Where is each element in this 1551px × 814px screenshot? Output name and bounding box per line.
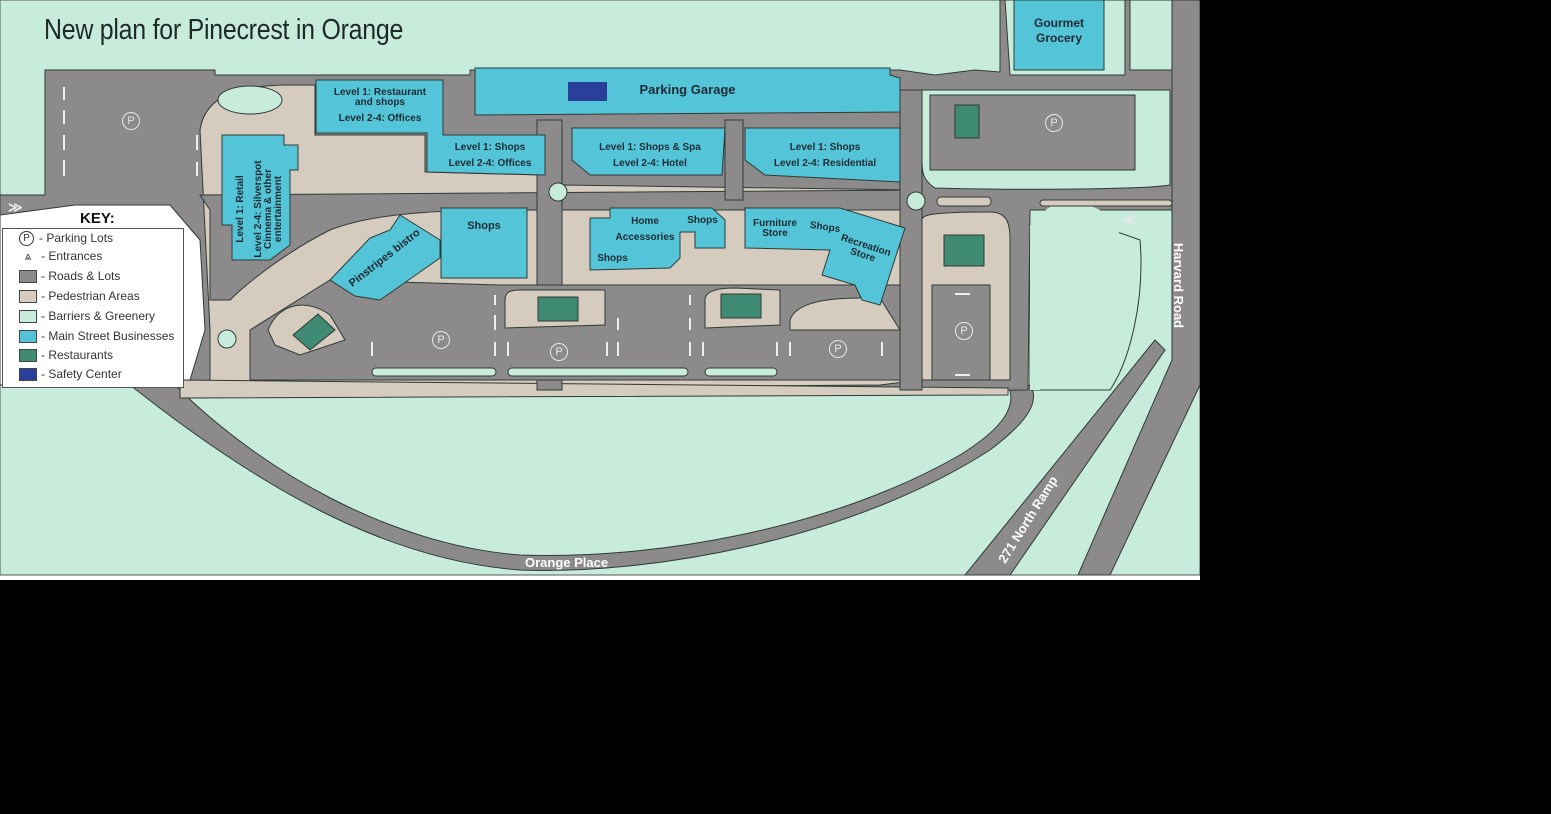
legend-label: - Pedestrian Areas [41,289,140,303]
main-street-swatch [19,329,37,343]
shops-center-a-label: Shops [597,253,628,264]
retail-cinema-label: Level 1: Retail Level 2-4: Silverspot Ci… [235,149,284,269]
label-line: Level 1: Retail [235,175,246,243]
entrance-west-icon: ≫ [8,199,23,215]
entrance-icon: ⩓ [24,248,32,263]
label-line: Furniture [753,218,797,229]
site-plan-map: New plan for Pinecrest in Orange P P P P… [0,0,1200,580]
map-title: New plan for Pinecrest in Orange [44,14,404,46]
label-line: Level 1: Shops & Spa [599,142,701,153]
legend-item-safety: - Safety Center [19,365,122,383]
pedestrian-swatch [19,289,37,303]
safety-swatch [19,367,37,381]
label-line: Level 2-4: Offices [448,158,532,169]
parking-lot-symbol: P [550,343,568,361]
gourmet-grocery-label: Gourmet Grocery [1014,16,1104,46]
shops-center-b-label: Shops [687,215,718,226]
label-line: Gourmet [1033,16,1084,30]
label-line: Level 2-4: Offices [338,113,422,124]
legend-label: - Barriers & Greenery [41,309,156,323]
legend-label: - Roads & Lots [41,269,121,283]
restaurant-offices-label: Level 1: Restaurant and shops Level 2-4:… [318,88,442,124]
label-line: and shops [354,97,405,108]
home-accessories-label: Home Accessories [605,214,685,246]
parking-lot-symbol: P [829,340,847,358]
shops-spa-hotel-label: Level 1: Shops & Spa Level 2-4: Hotel [580,140,720,172]
parking-lot-symbol: P [955,322,973,340]
label-line: Accessories [615,232,675,243]
legend-label: - Main Street Businesses [41,329,175,343]
label-line: entertainment [273,175,284,243]
label-line: Level 1: Shops [789,142,861,153]
parking-lot-symbol: P [122,112,140,130]
legend-label: - Entrances [41,249,103,263]
legend-item-restaurants: - Restaurants [19,346,113,364]
label-line: Level 2-4: Residential [773,158,877,169]
label-line: Home [631,216,659,227]
label-line: Level 2-4: Hotel [613,158,687,169]
legend-label: - Safety Center [41,367,122,381]
label-line: Grocery [1035,31,1083,45]
furniture-store-label: Furniture Store [746,219,804,239]
entrance-east-icon: ≫ [1122,211,1137,227]
legend: P - Parking Lots ⩓ - Entrances - Roads &… [2,228,184,388]
shops-west-label: Shops [467,220,501,232]
restaurants-swatch [19,348,37,362]
roads-swatch [19,269,37,283]
legend-label: - Restaurants [41,348,114,362]
legend-item-parking: P - Parking Lots [19,229,113,247]
legend-item-greenery: - Barriers & Greenery [19,307,155,325]
legend-item-pedestrian: - Pedestrian Areas [19,287,140,305]
legend-label: - Parking Lots [39,231,114,245]
label-line: Level 1: Restaurant [333,87,427,98]
shops-residential-label: Level 1: Shops Level 2-4: Residential [755,140,895,172]
parking-garage-label: Parking Garage [639,82,736,97]
orange-place-label: Orange Place [525,555,609,570]
legend-item-main-street: - Main Street Businesses [19,327,174,345]
legend-title: KEY: [80,210,115,227]
greenery-swatch [19,309,37,323]
legend-item-entrances: ⩓ - Entrances [19,247,103,265]
parking-lot-symbol: P [432,331,450,349]
shops-offices-label: Level 1: Shops Level 2-4: Offices [440,140,540,172]
parking-icon: P [19,230,34,246]
label-line: Level 1: Shops [454,142,526,153]
label-line: Store [762,228,788,239]
parking-lot-symbol: P [1045,114,1063,132]
harvard-road-label: Harvard Road [1171,242,1187,329]
legend-item-roads: - Roads & Lots [19,267,120,285]
